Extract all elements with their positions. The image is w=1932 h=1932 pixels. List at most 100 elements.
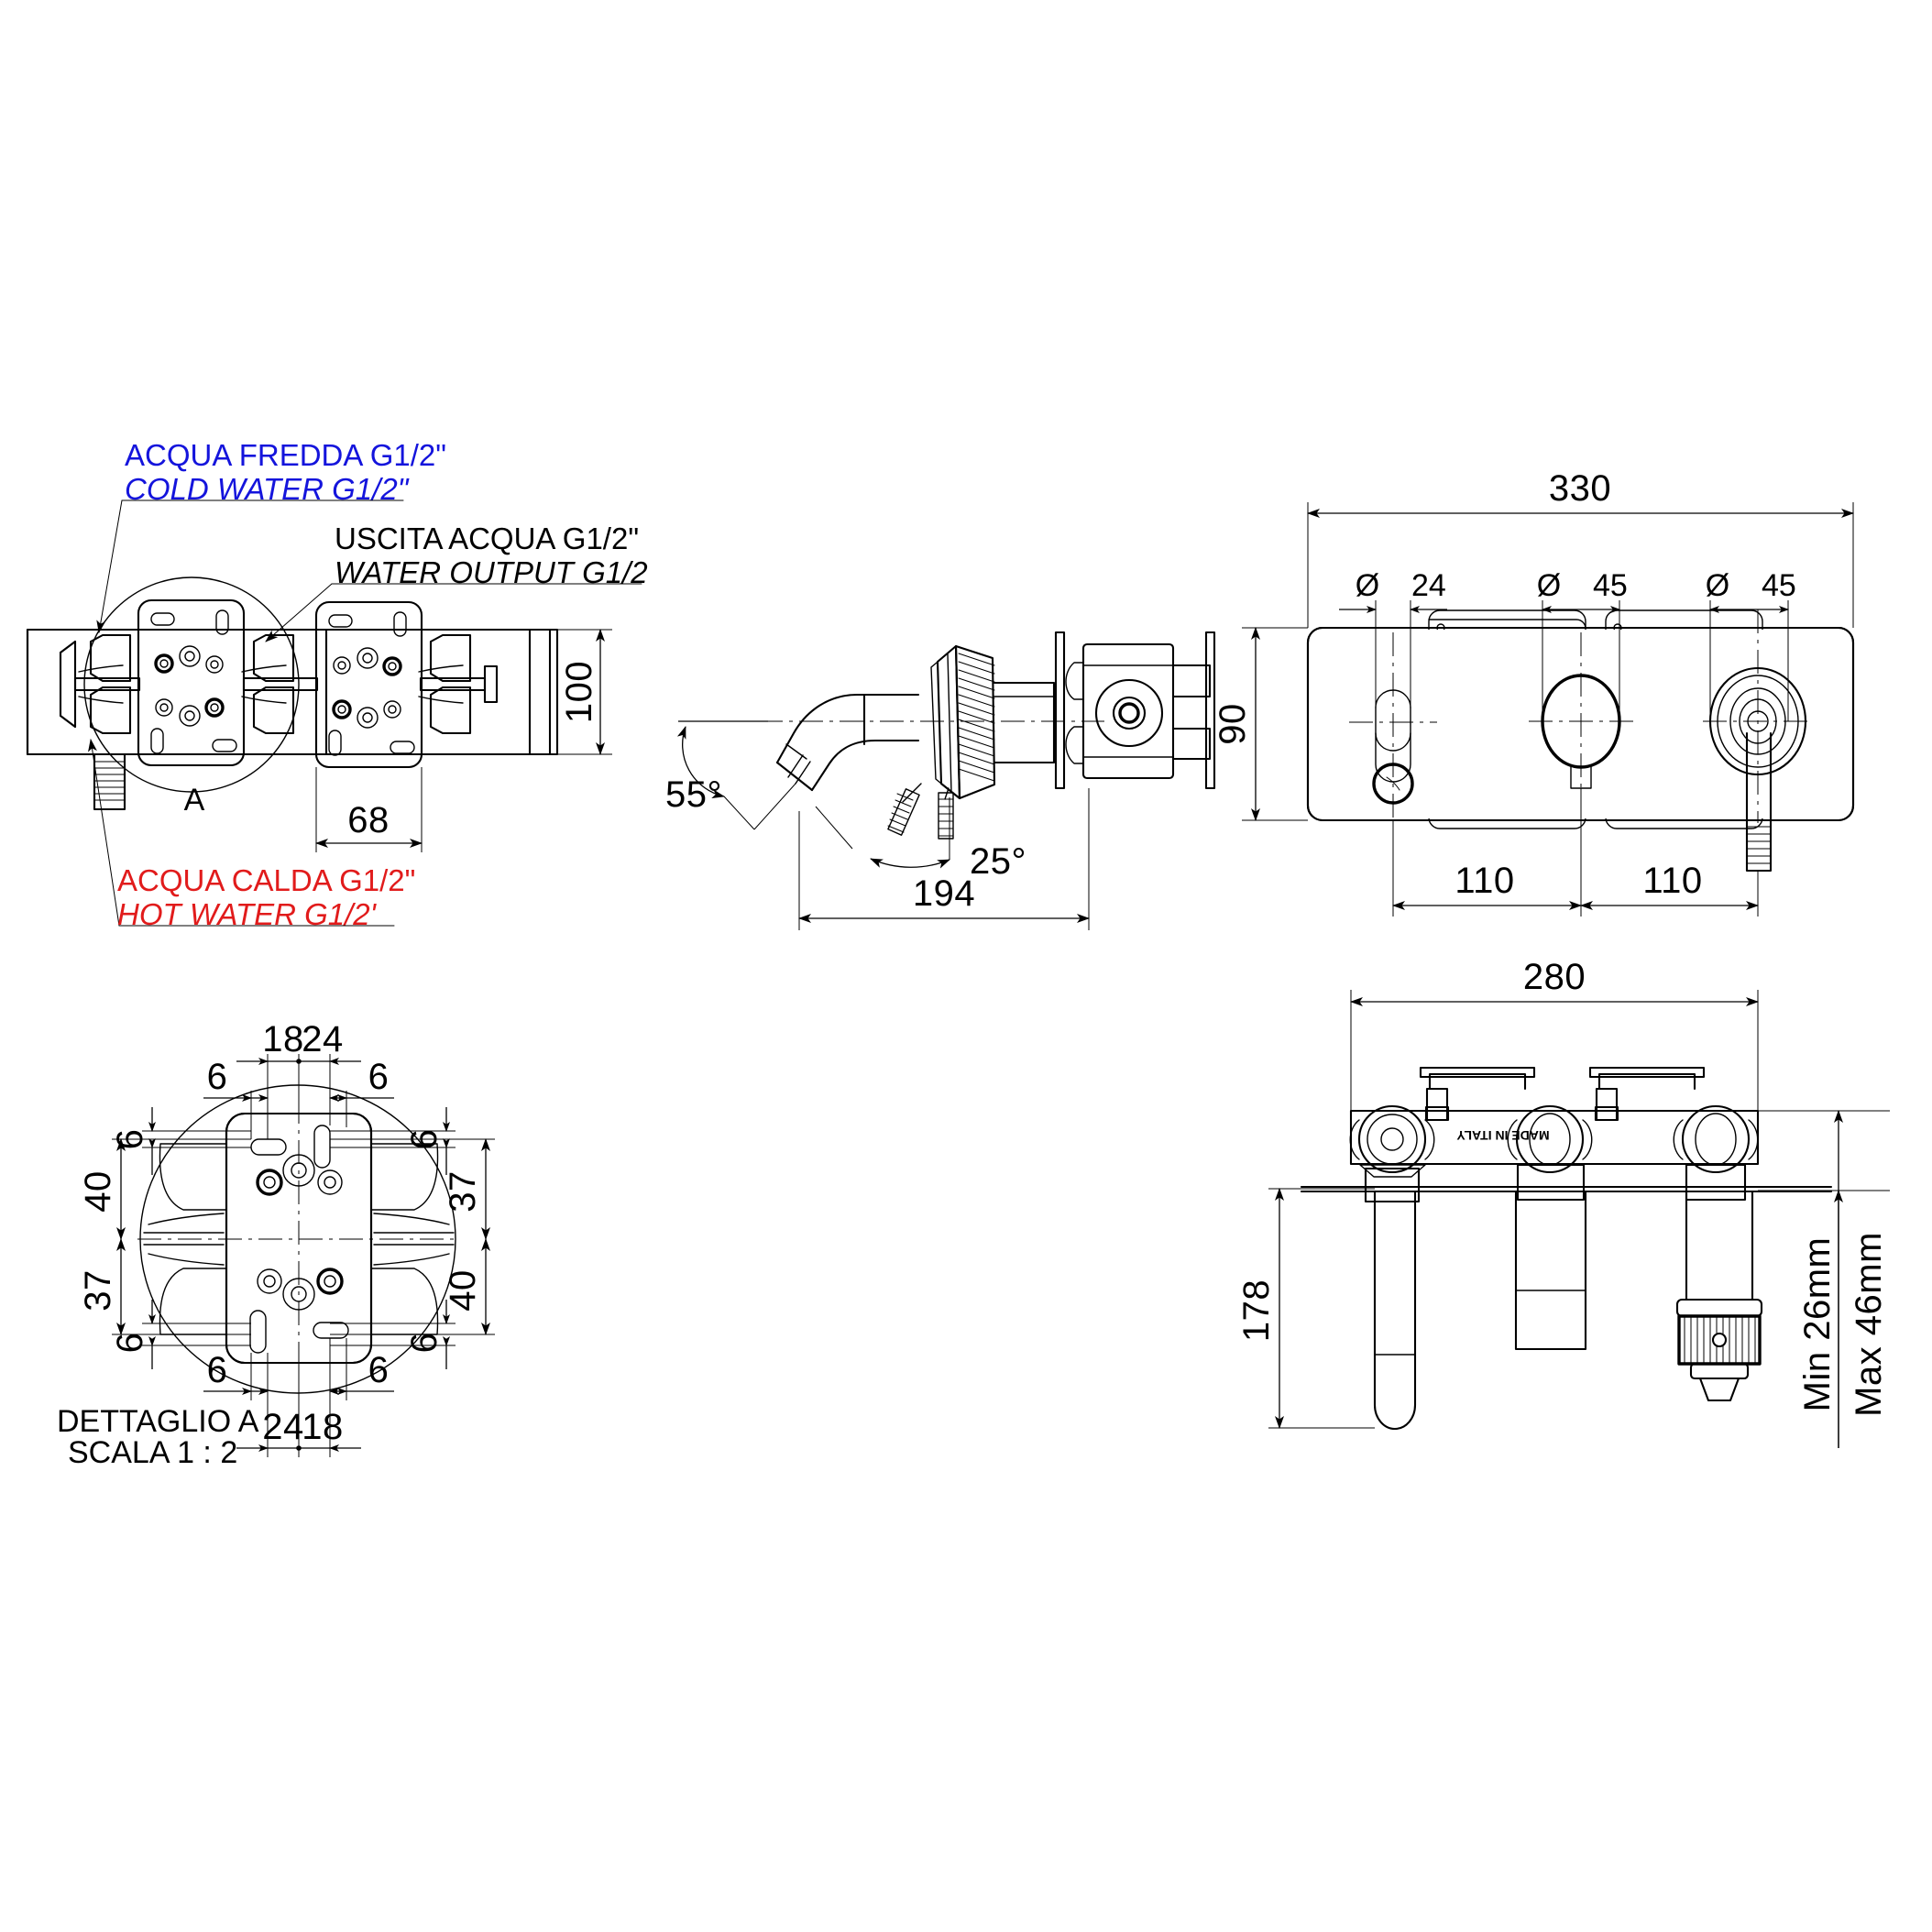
view-escutcheon-front: 330 90 Ø 24 Ø 45 [1213,468,1855,917]
dimension-55-degrees: 55° [665,720,796,830]
detail-slot-top-right [313,1125,331,1169]
detail-dim-40-left: 40 [78,1170,118,1213]
valve-body-left [59,633,141,735]
dimension-110-left-label: 110 [1454,861,1514,901]
dimension-55-label: 55° [665,774,722,815]
detail-title-line1: DETTAGLIO A [57,1404,259,1439]
detail-valve-left [143,1143,227,1335]
valve-body-section [1065,642,1212,780]
detail-dim-6-bottom-right-vert: 6 [404,1333,445,1354]
hot-water-label-it: ACQUA CALDA G1/2" [117,863,415,897]
leader-cold-water [96,499,404,633]
detail-dimension-37-left: 37 [78,1238,251,1335]
spout-outline [775,693,920,792]
valve-body-right [418,633,499,735]
cartridge-stem-middle [1514,1190,1587,1351]
detail-slot-bottom-left [249,1310,267,1354]
dimension-90-label: 90 [1213,703,1253,745]
dimension-25-degrees: 25° [815,797,1026,882]
dimension-194: 194 [798,788,1090,930]
dimension-min-max-thickness: Min 26mm Max 46mm [1758,1110,1890,1448]
detail-dimension-6-left-vert-bottom: 6 [110,1300,251,1369]
water-output-label-it: USCITA ACQUA G1/2" [335,521,639,555]
detail-circle-a [83,576,300,793]
detail-valve-right [370,1143,455,1335]
cartridge-knurled-right [1675,1190,1763,1402]
detail-dimension-18-24-top: 18 24 [236,1019,361,1139]
detail-dim-6-bottom-left-h: 6 [207,1350,228,1390]
manifold-body [1349,1109,1760,1166]
valve-head-middle [1507,1104,1593,1202]
dimension-330: 330 [1307,468,1854,628]
dimension-330-label: 330 [1549,468,1611,509]
view-side-section: 55° 25° 194 [665,631,1216,930]
spout-pipe-long [1373,1190,1417,1431]
detail-marker-label: A [184,783,205,818]
diameter-symbol-24: Ø [1356,568,1379,603]
detail-dim-24-bottom: 24 [262,1407,304,1447]
detail-dim-18-bottom: 18 [302,1407,344,1447]
diameter-24-label: 24 [1411,568,1446,603]
dimension-280: 280 [1350,957,1759,1111]
detail-dimension-40-left: 40 [78,1138,251,1240]
dimension-280-label: 280 [1523,957,1586,997]
detail-dim-18-top: 18 [262,1019,304,1059]
view-front-plate-assembly: A ACQUA FREDDA G1/2" COLD WATER G1/2" US… [26,438,648,931]
detail-dim-37-left: 37 [78,1269,118,1312]
detail-dimension-37-right: 37 [330,1138,495,1240]
cold-water-label-en: COLD WATER G1/2" [125,472,410,506]
dimension-68-label: 68 [347,800,390,840]
diameter-symbol-45-right: Ø [1706,568,1729,603]
dimension-100-label: 100 [559,661,599,723]
cold-water-label-it: ACQUA FREDDA G1/2" [125,438,446,472]
detail-dim-6-bottom-right-h: 6 [368,1350,390,1390]
detail-title-line2: SCALA 1 : 2 [68,1435,237,1470]
dimension-178: 178 [1236,1188,1375,1429]
manifold-top-posts [1419,1066,1706,1122]
detail-dimension-24-18-bottom: 24 18 [236,1338,361,1457]
water-output-label-en: WATER OUTPUT G1/2 [335,555,648,589]
detail-dim-6-top-right: 6 [368,1057,390,1097]
spout-front [1349,632,1437,880]
valve-head-left [1349,1104,1435,1203]
dimension-178-label: 178 [1236,1279,1277,1342]
diameter-45-middle-label: 45 [1593,568,1628,603]
dimension-max-46mm-label: Max 46mm [1849,1232,1889,1417]
diameter-45-right-label: 45 [1762,568,1796,603]
dimension-110-right-label: 110 [1642,861,1702,901]
diameter-45-middle: Ø 45 [1537,568,1628,721]
detail-dimension-6-right-vert-bottom: 6 [330,1300,456,1369]
dimension-25-label: 25° [970,841,1026,882]
detail-dim-40-right: 40 [443,1269,483,1312]
detail-dim-6-top-left: 6 [207,1057,228,1097]
diameter-symbol-45-middle: Ø [1537,568,1561,603]
dimension-min-26mm-label: Min 26mm [1797,1237,1838,1412]
dimension-90: 90 [1213,627,1308,821]
cartridge-knurled-ring [930,644,996,800]
leader-hot-water [88,739,395,927]
dimension-194-label: 194 [913,873,975,914]
valve-body-middle [241,633,319,735]
hot-water-stub [93,752,126,811]
detail-dim-37-right: 37 [443,1170,483,1213]
detail-dimension-6-top-right: 6 [329,1057,394,1127]
diameter-45-right: Ø 45 [1706,568,1796,721]
hot-water-label-en: HOT WATER G1/2' [117,897,378,931]
detail-slot-bottom-right [313,1322,349,1339]
made-in-italy-text: MADE IN ITALY [1456,1128,1550,1143]
detail-dim-24-top: 24 [302,1019,344,1059]
leader-water-output [265,583,642,642]
dimension-110-right: 110 [1580,861,1759,917]
wall-flange [1054,631,1066,790]
dimension-110-left: 110 [1392,788,1582,917]
threaded-stub-leaders [887,783,954,840]
right-flange [1204,631,1216,790]
valve-head-right [1673,1104,1759,1202]
dimension-100: 100 [530,629,612,755]
diameter-24: Ø 24 [1339,568,1447,708]
dimension-68: 68 [315,767,423,852]
detail-dim-6-bottom-left-vert: 6 [110,1333,150,1354]
detail-dimension-40-right: 40 [330,1238,495,1335]
